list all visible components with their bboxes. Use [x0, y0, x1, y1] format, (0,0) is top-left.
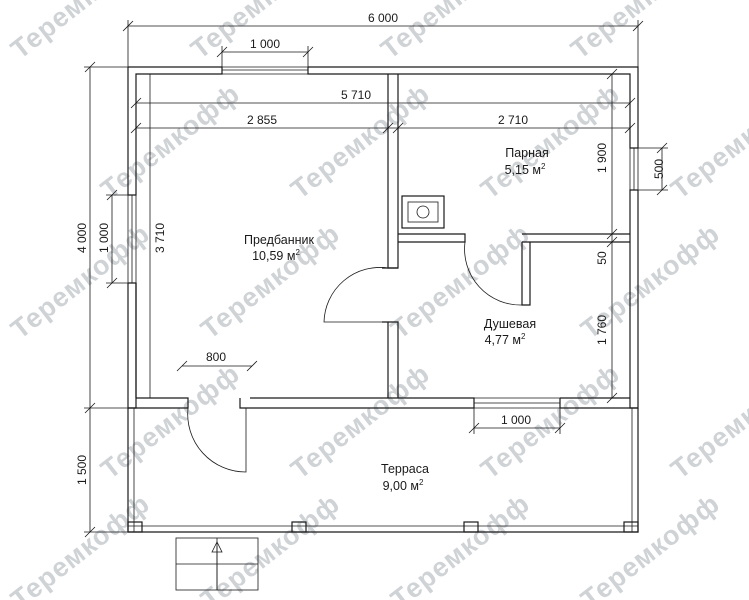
watermark-text: Теремкофф — [565, 0, 715, 65]
room-area-dushevaya: 4,77 м2 — [485, 332, 526, 347]
door-entrance — [187, 407, 247, 473]
window-bottom — [474, 397, 560, 409]
room-area-predbannik: 10,59 м2 — [252, 248, 300, 263]
dim-left-room-depth: 3 710 — [153, 223, 167, 253]
dim-inner-width: 5 710 — [341, 88, 371, 102]
terrace — [127, 408, 639, 533]
post-1 — [127, 521, 143, 533]
room-area-parnaya: 5,15 м2 — [505, 162, 546, 177]
watermark-text: Теремкофф — [475, 358, 625, 485]
dim-steam-depth: 1 900 — [595, 143, 609, 173]
post-3 — [463, 521, 479, 533]
dim-partition: 50 — [595, 251, 609, 265]
watermark-text: Теремкофф — [665, 358, 749, 485]
room-name-terrasa: Терраса — [381, 462, 429, 476]
post-2 — [291, 521, 307, 533]
window-top — [222, 66, 308, 75]
watermark-text: Теремкофф — [95, 358, 245, 485]
watermark-text: Теремкофф — [575, 488, 725, 600]
dim-overall-depth: 4 000 — [75, 223, 89, 253]
dim-overall-width: 6 000 — [368, 11, 398, 25]
room-name-parnaya: Парная — [505, 146, 549, 160]
dim-left-room-width: 2 855 — [247, 113, 277, 127]
door-predbannik-shower — [323, 267, 389, 323]
watermark-text: Теремкофф — [95, 78, 245, 205]
watermark-text: Теремкофф — [385, 488, 535, 600]
post-4 — [623, 521, 639, 533]
dim-right-window: 500 — [652, 159, 666, 179]
stairs — [175, 537, 259, 591]
room-name-dushevaya: Душевая — [484, 317, 536, 331]
window-right — [629, 148, 639, 190]
watermark-text: Теремкофф — [5, 488, 155, 600]
watermark-text: Теремкофф — [665, 78, 749, 205]
stove — [401, 195, 445, 229]
dim-shower-depth: 1 760 — [595, 315, 609, 345]
dimension-lines — [84, 20, 668, 538]
dim-terrace-depth: 1 500 — [75, 455, 89, 485]
room-name-predbannik: Предбанник — [244, 233, 315, 247]
dim-left-window: 1 000 — [97, 223, 111, 253]
interior-walls — [382, 74, 630, 398]
room-labels: Предбанник 10,59 м2 Парная 5,15 м2 Душев… — [244, 146, 549, 493]
doors — [187, 241, 523, 473]
dim-bottom-window: 1 000 — [501, 413, 531, 427]
dimension-labels: 6 000 1 000 5 710 2 855 2 710 4 000 1 00… — [75, 11, 666, 485]
watermark-text: Теремкофф — [185, 0, 335, 65]
dim-right-room-width: 2 710 — [498, 113, 528, 127]
watermark-text: Теремкофф — [475, 78, 625, 205]
door-steam-shower — [464, 241, 523, 306]
window-left — [127, 195, 137, 283]
dim-entrance-door: 800 — [206, 350, 226, 364]
watermark-text: Теремкофф — [375, 0, 525, 65]
watermark-text: Теремкофф — [5, 0, 155, 65]
outer-walls — [127, 66, 639, 409]
room-area-terrasa: 9,00 м2 — [383, 478, 424, 493]
dim-window-top: 1 000 — [250, 37, 280, 51]
